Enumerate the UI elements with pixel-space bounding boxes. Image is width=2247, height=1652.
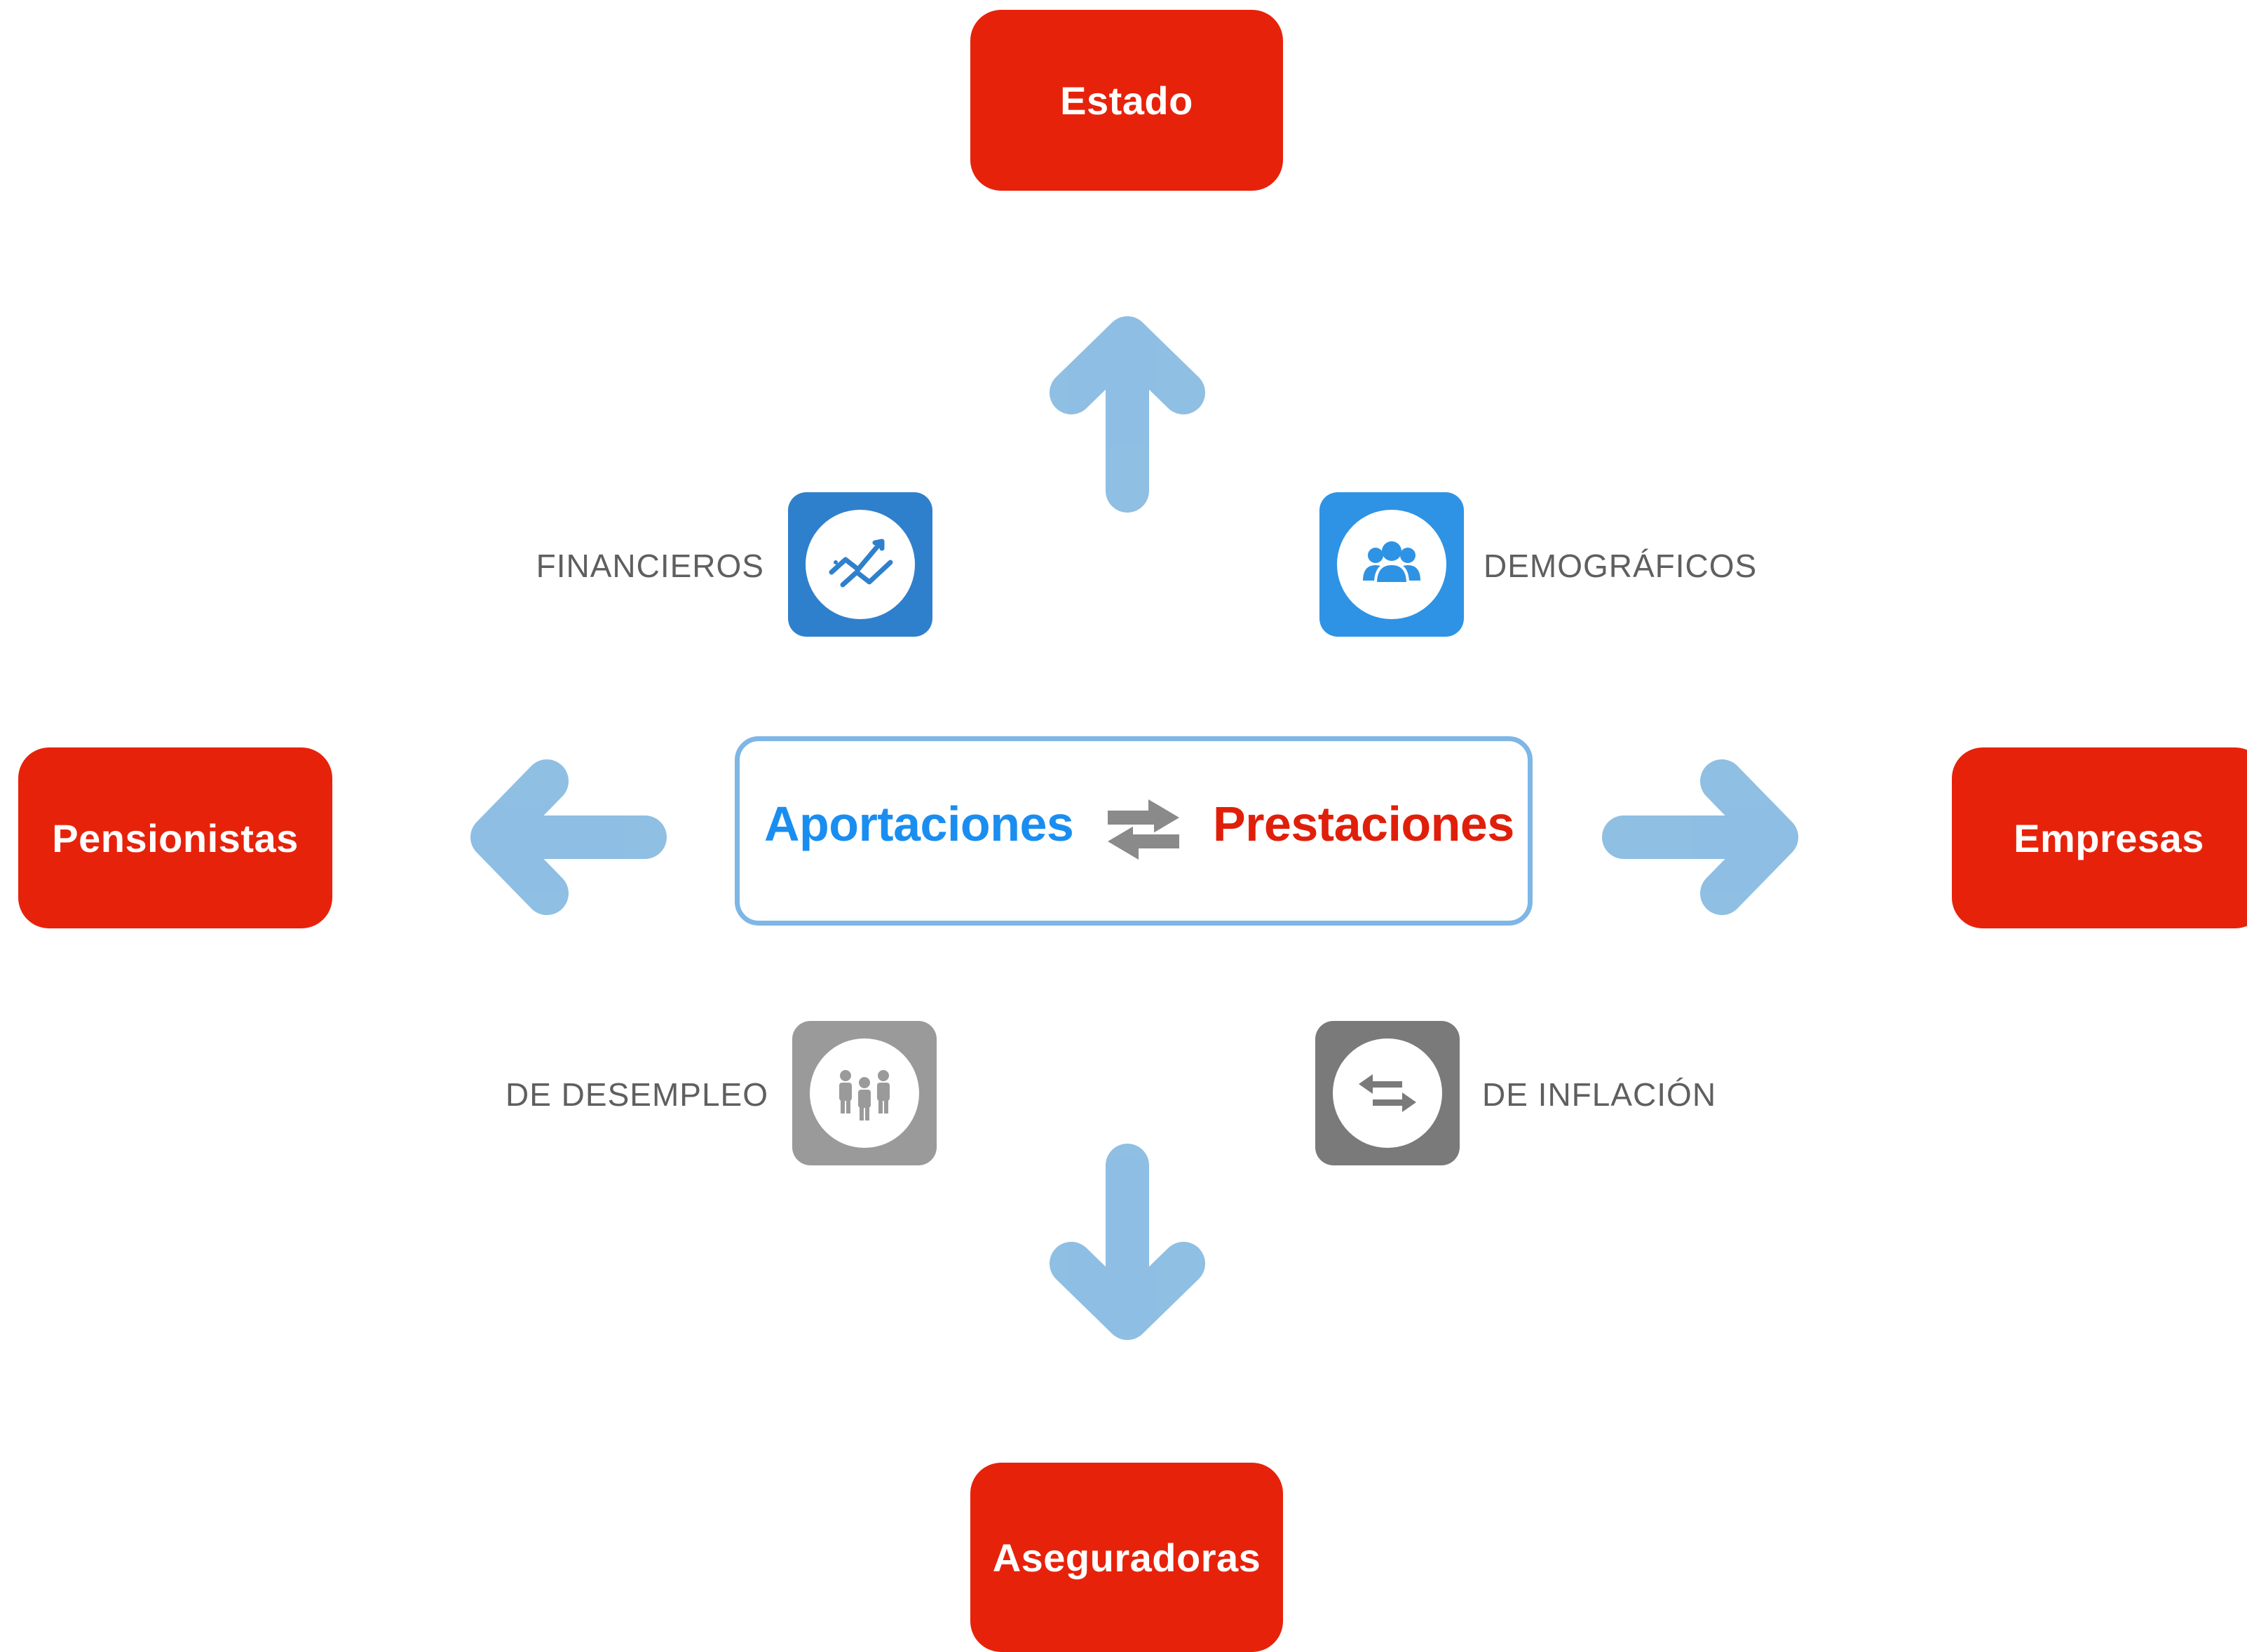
aportaciones-label: Aportaciones xyxy=(764,797,1074,851)
node-aseguradoras: Aseguradoras xyxy=(970,1463,1283,1652)
risk-label-desempleo: DE DESEMPLEO xyxy=(505,1076,768,1113)
node-empresas: Empresas xyxy=(1952,747,2247,928)
risk-label-inflacion: DE INFLACIÓN xyxy=(1482,1076,1717,1113)
arrow-down-icon xyxy=(1050,1144,1205,1340)
node-pensionistas-label: Pensionistas xyxy=(52,815,299,860)
trend-lines-icon xyxy=(829,539,893,588)
node-pensionistas: Pensionistas xyxy=(18,747,332,928)
risk-tile-financieros xyxy=(788,492,932,637)
arrow-left-icon xyxy=(470,759,667,915)
risk-tile-demograficos xyxy=(1319,492,1464,637)
risk-label-financieros: FINANCIEROS xyxy=(536,548,764,584)
swap-arrows-icon xyxy=(1108,799,1179,860)
arrow-up-icon xyxy=(1050,316,1205,513)
workers-icon xyxy=(839,1070,890,1120)
risk-tile-desempleo xyxy=(792,1021,937,1165)
prestaciones-label: Prestaciones xyxy=(1213,797,1514,851)
exchange-arrows-icon xyxy=(1359,1074,1416,1112)
risk-label-demograficos: DEMOGRÁFICOS xyxy=(1484,548,1758,584)
node-estado: Estado xyxy=(970,10,1283,191)
node-empresas-label: Empresas xyxy=(2014,815,2204,860)
people-group-icon xyxy=(1363,541,1420,585)
node-estado-label: Estado xyxy=(1060,78,1193,123)
node-aseguradoras-label: Aseguradoras xyxy=(992,1535,1261,1580)
arrow-right-icon xyxy=(1602,759,1798,915)
risk-tile-inflacion xyxy=(1315,1021,1460,1165)
